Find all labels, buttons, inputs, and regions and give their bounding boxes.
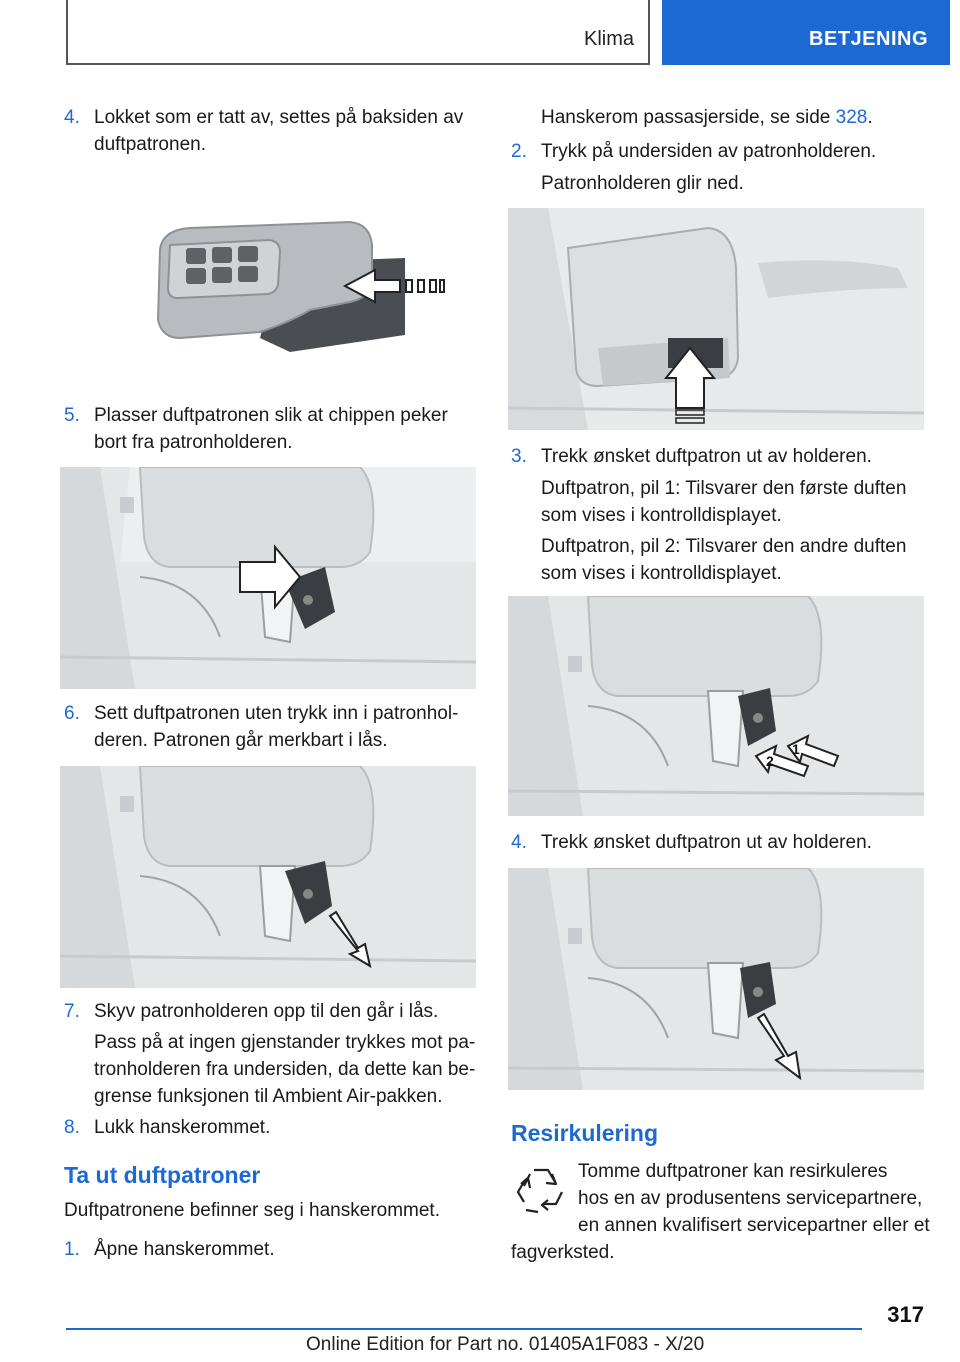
image-press-holder: [508, 208, 924, 430]
image-insert-cartridge: [60, 766, 476, 988]
left-step-1: 1. Åpne hanskerommet.: [64, 1236, 484, 1264]
recycle-icon: [512, 1162, 570, 1220]
step-number: 3.: [511, 446, 527, 467]
section-heading-remove: Ta ut duftpatroner: [64, 1162, 261, 1188]
footer-edition: Online Edition for Part no. 01405A1F083 …: [306, 1334, 705, 1355]
image-pull-cartridge: [508, 868, 924, 1090]
step-text: Trekk ønsket duftpatron ut av holderen. …: [541, 446, 907, 584]
step-text: Åpne hanskerommet.: [94, 1239, 275, 1260]
step-text: Skyv patronholderen opp til den går i lå…: [94, 1001, 476, 1107]
image-pull-arrows: 2 1: [508, 596, 924, 816]
step-number: 5.: [64, 405, 80, 426]
step-text: Trykk på undersiden av patronholderen. P…: [541, 141, 877, 194]
image-cartridge-lid: [150, 210, 450, 360]
step-number: 7.: [64, 1001, 80, 1022]
step-number: 2.: [511, 141, 527, 162]
step-number: 1.: [64, 1239, 80, 1260]
image-place-cartridge: [60, 467, 476, 689]
header-section-label: Klima: [583, 28, 634, 50]
right-step-2: 2. Trykk på undersiden av patronholderen…: [511, 138, 941, 198]
left-step-8: 8. Lukk hanskerommet.: [64, 1114, 484, 1142]
step-text: Sett duftpatronen uten trykk inn i patro…: [94, 703, 459, 751]
left-step-6: 6. Sett duftpatronen uten trykk inn i pa…: [64, 700, 484, 756]
step-text: Lokket som er tatt av, settes på bakside…: [94, 107, 464, 155]
step-number: 6.: [64, 703, 80, 724]
step-number: 4.: [64, 107, 80, 128]
footer-divider: [66, 1328, 862, 1330]
right-continuation: Hanskerom passasjerside, se side 328.: [541, 107, 873, 128]
arrow-label-2: 2: [766, 753, 774, 769]
header-section-tab: Klima: [66, 0, 650, 65]
step-number: 8.: [64, 1117, 80, 1138]
page-number: 317: [887, 1302, 924, 1327]
recycle-text: Tomme duftpatroner kan resirkuleres hos …: [578, 1161, 930, 1236]
section-intro: Duftpatronene befinner seg i hanskeromme…: [64, 1200, 440, 1221]
right-step-3: 3. Trekk ønsket duftpatron ut av holdere…: [511, 443, 941, 584]
step-text: Trekk ønsket duftpatron ut av holderen.: [541, 832, 872, 853]
step-number: 4.: [511, 832, 527, 853]
arrow-label-1: 1: [792, 741, 800, 757]
header-chapter-label: BETJENING: [809, 28, 928, 50]
step-text: Lukk hanskerommet.: [94, 1117, 271, 1138]
left-step-7: 7. Skyv patronholderen opp til den går i…: [64, 998, 484, 1118]
recycle-text-end: fagverksted.: [511, 1242, 615, 1263]
section-heading-recycle: Resirkulering: [511, 1120, 658, 1146]
left-step-5: 5. Plasser duftpatronen slik at chippen …: [64, 402, 484, 458]
header-chapter-tab: BETJENING: [662, 0, 950, 65]
left-step-4: 4. Lokket som er tatt av, settes på baks…: [64, 104, 484, 160]
step-text: Plasser duftpatronen slik at chippen pek…: [94, 405, 448, 453]
page-link-328[interactable]: 328: [835, 107, 868, 128]
right-step-4: 4. Trekk ønsket duftpatron ut av holdere…: [511, 829, 941, 857]
